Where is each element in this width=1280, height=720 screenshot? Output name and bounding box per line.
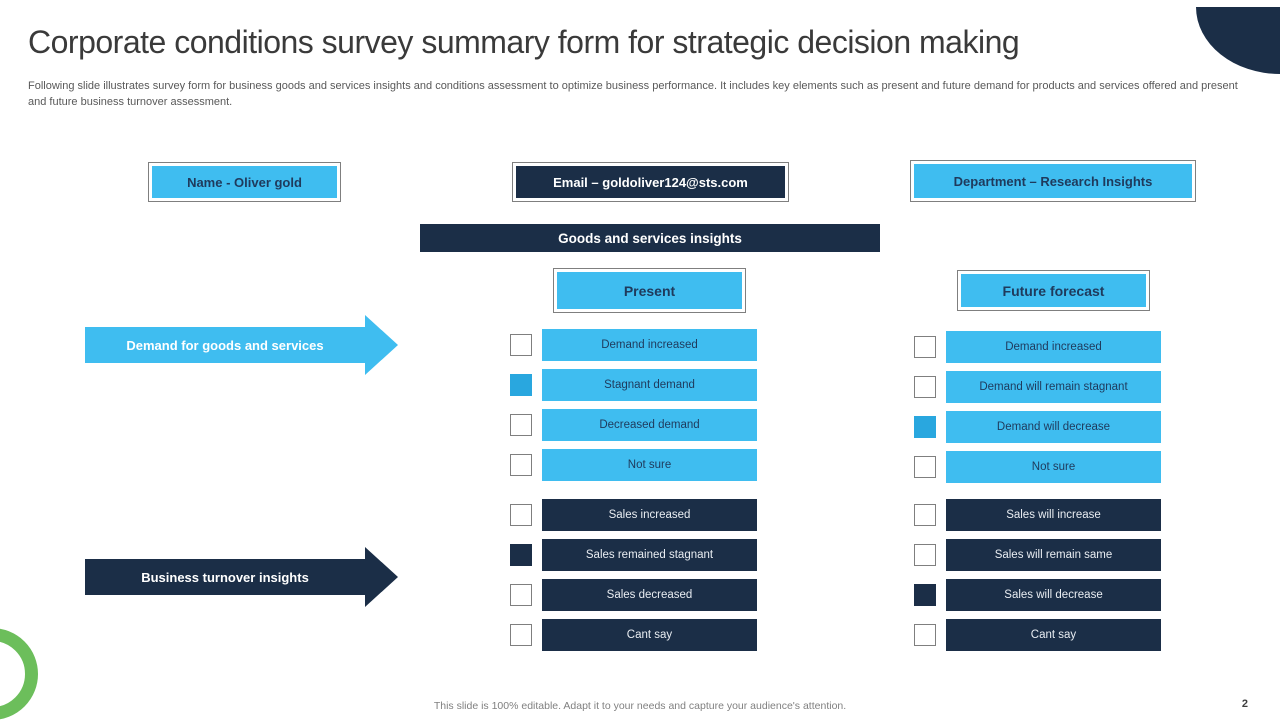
checkbox-icon[interactable]: [914, 336, 936, 358]
survey-option-row: Sales increased: [510, 499, 760, 531]
checkbox-icon[interactable]: [510, 504, 532, 526]
option-label[interactable]: Demand will decrease: [946, 411, 1161, 443]
option-label[interactable]: Sales will increase: [946, 499, 1161, 531]
email-field-value: Email – goldoliver124@sts.com: [516, 166, 785, 198]
survey-option-row: Sales remained stagnant: [510, 539, 760, 571]
survey-option-row: Demand will remain stagnant: [914, 371, 1164, 403]
survey-option-row: Sales will increase: [914, 499, 1164, 531]
section-banner: Goods and services insights: [420, 224, 880, 252]
checkbox-icon[interactable]: [914, 504, 936, 526]
survey-option-row: Demand will decrease: [914, 411, 1164, 443]
survey-option-row: Stagnant demand: [510, 369, 760, 401]
arrow-right-icon: [85, 547, 398, 607]
demand-section-label: Demand for goods and services: [126, 337, 324, 353]
checkbox-icon[interactable]: [510, 624, 532, 646]
option-label[interactable]: Cant say: [946, 619, 1161, 651]
option-label[interactable]: Not sure: [946, 451, 1161, 483]
survey-option-row: Cant say: [510, 619, 760, 651]
name-field-value: Name - Oliver gold: [152, 166, 337, 198]
department-field-value: Department – Research Insights: [914, 164, 1192, 198]
checkbox-icon[interactable]: [510, 414, 532, 436]
option-label[interactable]: Sales increased: [542, 499, 757, 531]
survey-option-row: Demand increased: [510, 329, 760, 361]
option-label[interactable]: Stagnant demand: [542, 369, 757, 401]
corner-accent-shape: [1196, 7, 1280, 74]
survey-option-row: Sales will decrease: [914, 579, 1164, 611]
turnover-section-arrow: Business turnover insights: [85, 547, 398, 607]
name-field[interactable]: Name - Oliver gold: [148, 162, 341, 202]
option-label[interactable]: Sales will decrease: [946, 579, 1161, 611]
checkbox-icon[interactable]: [914, 456, 936, 478]
option-label[interactable]: Demand will remain stagnant: [946, 371, 1161, 403]
page-subtitle: Following slide illustrates survey form …: [28, 80, 1238, 108]
department-field[interactable]: Department – Research Insights: [910, 160, 1196, 202]
checkbox-icon[interactable]: [510, 584, 532, 606]
checkbox-checked-icon[interactable]: [510, 544, 532, 566]
turnover-section-label: Business turnover insights: [141, 569, 309, 585]
present-header-label: Present: [557, 272, 742, 309]
email-field[interactable]: Email – goldoliver124@sts.com: [512, 162, 789, 202]
option-label[interactable]: Sales decreased: [542, 579, 757, 611]
survey-option-row: Demand increased: [914, 331, 1164, 363]
option-label[interactable]: Sales will remain same: [946, 539, 1161, 571]
present-column-header: Present: [553, 268, 746, 313]
option-label[interactable]: Not sure: [542, 449, 757, 481]
option-label[interactable]: Cant say: [542, 619, 757, 651]
option-label[interactable]: Demand increased: [946, 331, 1161, 363]
checkbox-icon[interactable]: [914, 624, 936, 646]
arrow-right-icon: [85, 315, 398, 375]
survey-option-row: Sales will remain same: [914, 539, 1164, 571]
survey-option-row: Decreased demand: [510, 409, 760, 441]
survey-option-row: Not sure: [914, 451, 1164, 483]
checkbox-icon[interactable]: [914, 544, 936, 566]
survey-option-row: Not sure: [510, 449, 760, 481]
checkbox-icon[interactable]: [510, 454, 532, 476]
option-label[interactable]: Decreased demand: [542, 409, 757, 441]
option-label[interactable]: Sales remained stagnant: [542, 539, 757, 571]
page-title: Corporate conditions survey summary form…: [28, 24, 1020, 60]
checkbox-checked-icon[interactable]: [914, 416, 936, 438]
future-header-label: Future forecast: [961, 274, 1146, 307]
page-number: 2: [1241, 698, 1248, 710]
checkbox-checked-icon[interactable]: [914, 584, 936, 606]
option-label[interactable]: Demand increased: [542, 329, 757, 361]
checkbox-icon[interactable]: [510, 334, 532, 356]
footer-note: This slide is 100% editable. Adapt it to…: [433, 700, 847, 712]
survey-option-row: Cant say: [914, 619, 1164, 651]
demand-section-arrow: Demand for goods and services: [85, 315, 398, 375]
checkbox-checked-icon[interactable]: [510, 374, 532, 396]
checkbox-icon[interactable]: [914, 376, 936, 398]
survey-option-row: Sales decreased: [510, 579, 760, 611]
future-column-header: Future forecast: [957, 270, 1150, 311]
